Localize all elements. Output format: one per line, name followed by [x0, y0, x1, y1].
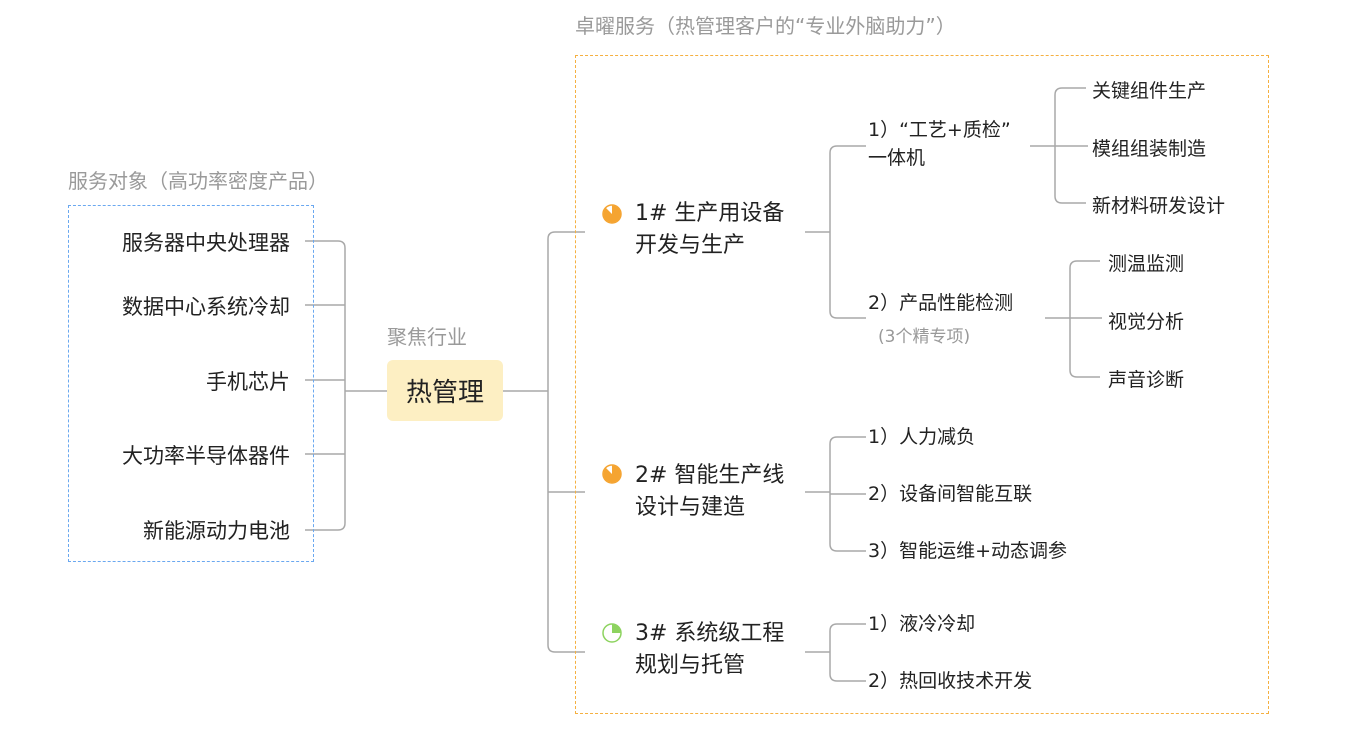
left-item: 服务器中央处理器 — [122, 231, 290, 255]
leaf-item: 视觉分析 — [1108, 311, 1185, 333]
branch-2-subtitle: 设计与建造 — [635, 495, 746, 520]
branch-1-title: 1# 生产用设备 — [635, 201, 785, 226]
left-item: 大功率半导体器件 — [122, 444, 290, 468]
center-node[interactable]: 热管理 — [387, 360, 503, 421]
child-line: 1）“工艺+质检” — [868, 119, 1011, 141]
leaf-item: 新材料研发设计 — [1092, 195, 1226, 217]
left-group-box — [68, 205, 314, 562]
progress-pie-icon — [602, 623, 622, 643]
leaf-item: 声音诊断 — [1108, 369, 1185, 391]
right-group-box — [575, 55, 1269, 714]
branch-2-child[interactable]: 2）设备间智能互联 — [868, 483, 1033, 505]
leaf-item: 模组组装制造 — [1092, 138, 1207, 160]
left-item: 数据中心系统冷却 — [122, 295, 290, 319]
left-group-title: 服务对象（高功率密度产品） — [68, 169, 328, 193]
branch-1-child-2[interactable]: 2）产品性能检测 — [868, 292, 1014, 314]
center-title: 热管理 — [405, 378, 484, 408]
progress-pie-icon — [602, 204, 622, 224]
branch-3-child[interactable]: 1）液冷冷却 — [868, 613, 976, 635]
branch-1-node[interactable]: 1# 生产用设备 开发与生产 — [635, 198, 784, 262]
branch-1-child-1[interactable]: 1）“工艺+质检” 一体机 — [868, 116, 1011, 172]
branch-1-subtitle: 开发与生产 — [635, 233, 746, 258]
left-item: 手机芯片 — [206, 370, 290, 394]
branch-2-child[interactable]: 1）人力减负 — [868, 426, 976, 448]
branch-3-node[interactable]: 3# 系统级工程 规划与托管 — [635, 618, 784, 682]
branch-3-child[interactable]: 2）热回收技术开发 — [868, 670, 1033, 692]
leaf-item: 关键组件生产 — [1092, 80, 1207, 102]
child-line: 一体机 — [868, 147, 926, 169]
branch-2-node[interactable]: 2# 智能生产线 设计与建造 — [635, 460, 784, 524]
right-group-title: 卓曜服务（热管理客户的“专业外脑助力”） — [575, 14, 956, 38]
branch-3-title: 3# 系统级工程 — [635, 621, 785, 646]
leaf-item: 测温监测 — [1108, 253, 1185, 275]
center-label: 聚焦行业 — [387, 325, 467, 349]
branch-3-subtitle: 规划与托管 — [635, 653, 746, 678]
branch-2-child[interactable]: 3）智能运维+动态调参 — [868, 540, 1068, 562]
left-item: 新能源动力电池 — [143, 519, 290, 543]
progress-pie-icon — [602, 464, 622, 484]
child-note: (3个精专项) — [878, 327, 971, 347]
branch-2-title: 2# 智能生产线 — [635, 463, 785, 488]
